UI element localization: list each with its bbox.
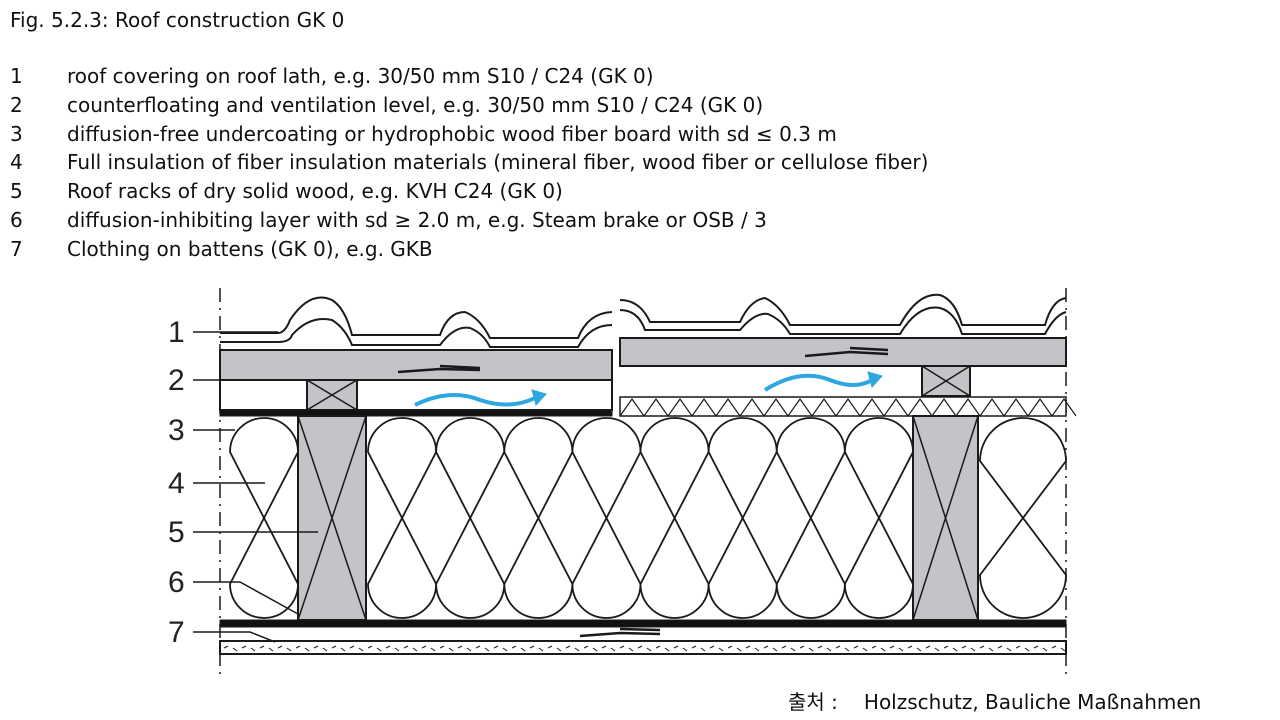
diagram-label-4: 4 (168, 467, 185, 500)
insulation-loop (503, 417, 574, 619)
legend-text: roof covering on roof lath, e.g. 30/50 m… (67, 64, 654, 88)
legend-text: counterfloating and ventilation level, e… (67, 92, 764, 117)
slide-arrows-bottom (579, 627, 661, 638)
figure-title: Fig. 5.2.3: Roof construction GK 0 (10, 8, 345, 32)
source-credit: 출처 : Holzschutz, Bauliche Maßnahmen (788, 686, 1201, 715)
slide-arrows-left (397, 364, 481, 374)
legend-item: 7 Clothing on battens (GK 0), e.g. GKB (10, 237, 928, 266)
source-text: Holzschutz, Bauliche Maßnahmen (863, 690, 1202, 714)
insulation-loop (435, 417, 506, 619)
diagram-label-2: 2 (168, 364, 185, 397)
legend-list: 1 roof covering on roof lath, e.g. 30/50 … (10, 64, 928, 266)
diagram-label-5: 5 (168, 516, 185, 549)
insulation-loop (367, 417, 438, 619)
legend-item: 1 roof covering on roof lath, e.g. 30/50 … (10, 64, 928, 93)
legend-text: Full insulation of fiber insulation mate… (67, 150, 929, 175)
roof-tiles-right (619, 293, 1067, 335)
counter-batten-left (219, 349, 613, 381)
diagram-label-1: 1 (168, 316, 185, 349)
leader-lines (193, 331, 318, 643)
legend-number: 6 (10, 207, 23, 232)
legend-number: 7 (10, 236, 23, 261)
legend-text: diffusion-inhibiting layer with sd ≥ 2.0… (67, 207, 767, 232)
legend-item: 4 Full insulation of fiber insulation mat… (10, 150, 928, 179)
diagram-label-3: 3 (168, 414, 185, 447)
legend-text: Roof racks of dry solid wood, e.g. KVH C… (67, 179, 563, 204)
underlay-membrane-left (219, 409, 613, 417)
slide-arrows-right (804, 346, 889, 358)
legend-text: Clothing on battens (GK 0), e.g. GKB (67, 236, 433, 261)
legend-item: 5 Roof racks of dry solid wood, e.g. KVH … (10, 179, 928, 208)
diagram-label-7: 7 (168, 616, 185, 649)
insulation-loop (229, 417, 299, 619)
diagram-label-6: 6 (168, 566, 185, 599)
insulation-loop (979, 417, 1067, 619)
legend-text: diffusion-free undercoating or hydrophob… (67, 121, 837, 146)
source-label: 출처 : (788, 690, 838, 714)
insulation-loop (639, 417, 710, 619)
legend-item: 2 counterfloating and ventilation level, … (10, 93, 928, 122)
legend-item: 3 diffusion-free undercoating or hydropho… (10, 122, 928, 151)
airflow-arrow-left (414, 393, 536, 407)
wood-fiber-hatching (619, 397, 1077, 418)
legend-number: 5 (10, 179, 23, 204)
legend-number: 4 (10, 150, 23, 175)
roof-tiles-left (220, 296, 613, 348)
legend-number: 2 (10, 92, 23, 117)
legend-number: 1 (10, 64, 23, 88)
insulation-loop (571, 417, 642, 619)
insulation-loop (775, 417, 846, 619)
legend-number: 3 (10, 121, 23, 146)
insulation-loop (843, 417, 914, 619)
insulation-fibers (229, 417, 1067, 619)
insulation-loop (707, 417, 778, 619)
gypsum-board (219, 640, 1067, 655)
vapour-retarder (219, 619, 1067, 628)
gypsum-texture (223, 645, 1066, 652)
legend-item: 6 diffusion-inhibiting layer with sd ≥ 2.… (10, 208, 928, 237)
airflow-arrow-right (763, 373, 874, 392)
